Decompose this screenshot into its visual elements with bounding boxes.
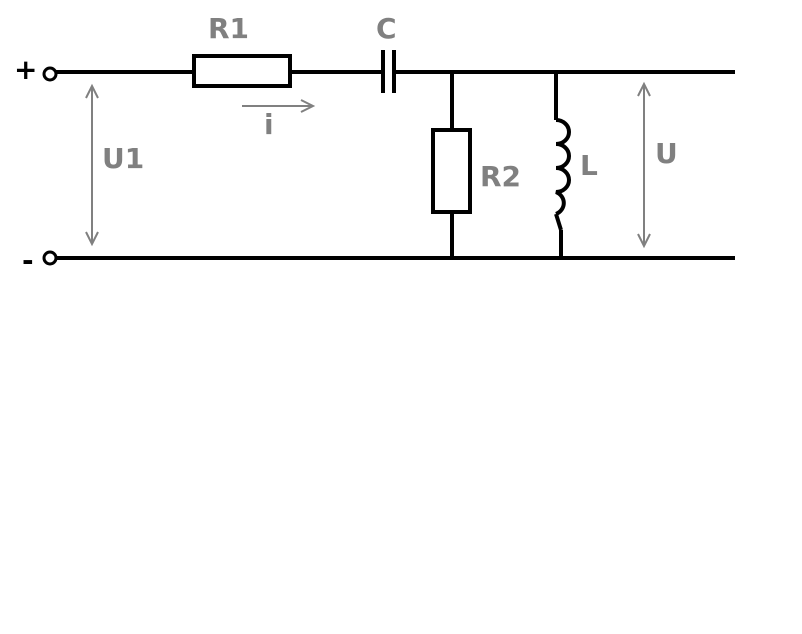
output-voltage-label: U: [655, 137, 678, 170]
input-voltage-arrowhead-top: [85, 83, 99, 99]
capacitor-c-label: C: [376, 12, 397, 45]
resistor-r1-label: R1: [208, 12, 249, 45]
output-voltage-arrowhead-top: [637, 81, 651, 97]
output-voltage-arrowhead-bottom: [637, 233, 651, 249]
resistor-r2: [431, 128, 472, 214]
resistor-r2-label: R2: [480, 160, 521, 193]
inductor-branch-wire-bottom: [554, 213, 563, 231]
inductor-l-label: L: [580, 149, 598, 182]
plus-terminal-label: +: [14, 53, 37, 86]
plus-terminal: [42, 66, 58, 82]
minus-terminal: [42, 250, 58, 266]
minus-terminal-label: -: [22, 244, 34, 277]
current-arrowhead: [300, 99, 316, 113]
input-voltage-label: U1: [102, 142, 144, 175]
input-voltage-arrowhead-bottom: [85, 231, 99, 247]
inductor-l-coil: [555, 118, 571, 216]
resistor-r1: [192, 54, 292, 88]
current-label: i: [264, 108, 274, 141]
